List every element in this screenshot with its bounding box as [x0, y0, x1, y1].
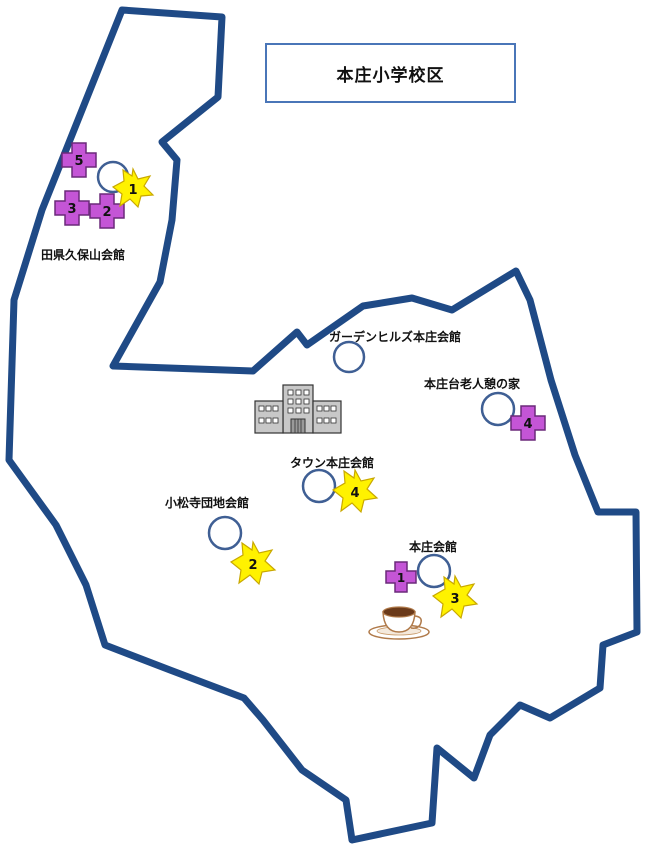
venue-circle	[207, 515, 243, 551]
venue-circle	[301, 468, 337, 504]
place-label: 田県久保山会館	[41, 248, 126, 262]
cross-marker: 5	[61, 142, 97, 178]
cross-number: 1	[397, 571, 405, 585]
coffee-cup-icon	[368, 606, 430, 640]
school-building-icon	[254, 384, 342, 434]
place-label: 小松寺団地会館	[165, 496, 250, 510]
star-marker: 1	[111, 167, 155, 209]
star-number: 2	[248, 558, 257, 573]
map-title: 本庄小学校区	[265, 43, 516, 103]
place-label: タウン本庄会館	[290, 456, 375, 470]
star-number: 1	[128, 183, 137, 198]
place-label: 本庄台老人憩の家	[424, 377, 521, 391]
star-marker: 2	[229, 540, 277, 586]
cross-marker: 1	[385, 561, 417, 593]
star-marker: 4	[331, 468, 379, 514]
venue-circle	[480, 391, 516, 427]
district-boundary	[5, 6, 641, 844]
cross-marker: 3	[54, 190, 90, 226]
star-marker: 3	[431, 574, 479, 620]
star-number: 4	[350, 486, 359, 501]
star-number: 3	[450, 592, 459, 607]
cross-marker: 4	[510, 405, 546, 441]
cross-number: 4	[523, 417, 532, 432]
cross-number: 2	[102, 205, 111, 220]
venue-circle	[416, 553, 452, 589]
cross-number: 5	[74, 154, 83, 169]
place-label: 本庄会館	[409, 540, 458, 554]
venue-circle	[332, 340, 366, 374]
cross-marker: 2	[89, 193, 125, 229]
place-label: ガーデンヒルズ本庄会館	[329, 330, 462, 344]
cross-number: 3	[67, 202, 76, 217]
